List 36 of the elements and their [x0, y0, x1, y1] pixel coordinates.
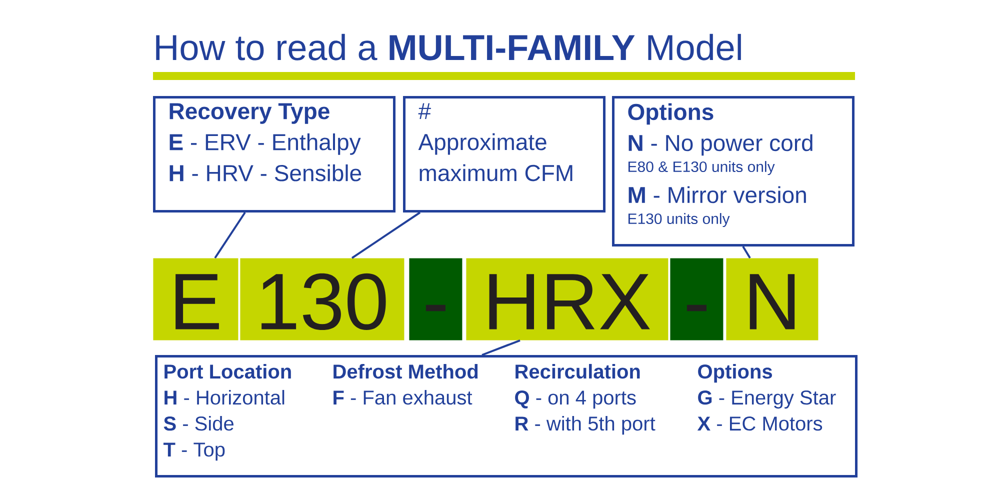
code-description: T - Top [163, 442, 225, 461]
column-heading: Options [698, 364, 772, 383]
leader-line [351, 212, 421, 259]
title: How to read a MULTI-FAMILY Model [156, 34, 741, 60]
code-description: # [418, 103, 431, 119]
code-segment: - [670, 258, 724, 340]
callout-box [403, 96, 606, 212]
code-description: F - Fan exhaust [334, 390, 472, 405]
note-text: E130 units only [628, 213, 730, 228]
code-description: S - Side [164, 416, 234, 431]
column-heading: Defrost Method [334, 364, 478, 379]
box-heading: Recovery Type [170, 103, 330, 124]
code-segment: E [153, 258, 238, 340]
column-heading: Port Location [164, 364, 291, 379]
code-description: E - ERV - Enthalpy [170, 133, 361, 155]
code-segment: 130 [240, 258, 404, 340]
callout-box [612, 96, 855, 246]
column-heading: Recirculation [516, 364, 640, 379]
leader-line [742, 246, 751, 259]
code-segment: - [409, 258, 462, 340]
code-description: H - HRV - Sensible [170, 164, 362, 182]
code-description: R - with 5th port [516, 416, 656, 435]
note-text: E80 & E130 units only [628, 161, 775, 176]
code-description: G - Energy Star [698, 390, 836, 409]
callout-box [153, 96, 396, 212]
code-segment: N [726, 258, 818, 340]
leader-line [214, 212, 246, 259]
code-description: X - EC Motors [697, 416, 822, 431]
code-description: Approximate maximum CFM [418, 133, 572, 182]
code-key-box [155, 355, 858, 478]
code-description: M - Mirror version [628, 186, 806, 204]
box-heading: Options [628, 103, 714, 125]
code-segment: HRX [466, 258, 668, 340]
code-description: H - Horizontal [164, 390, 284, 405]
code-description: Q - on 4 ports [515, 390, 636, 409]
code-description: N - No power cord [628, 134, 812, 156]
